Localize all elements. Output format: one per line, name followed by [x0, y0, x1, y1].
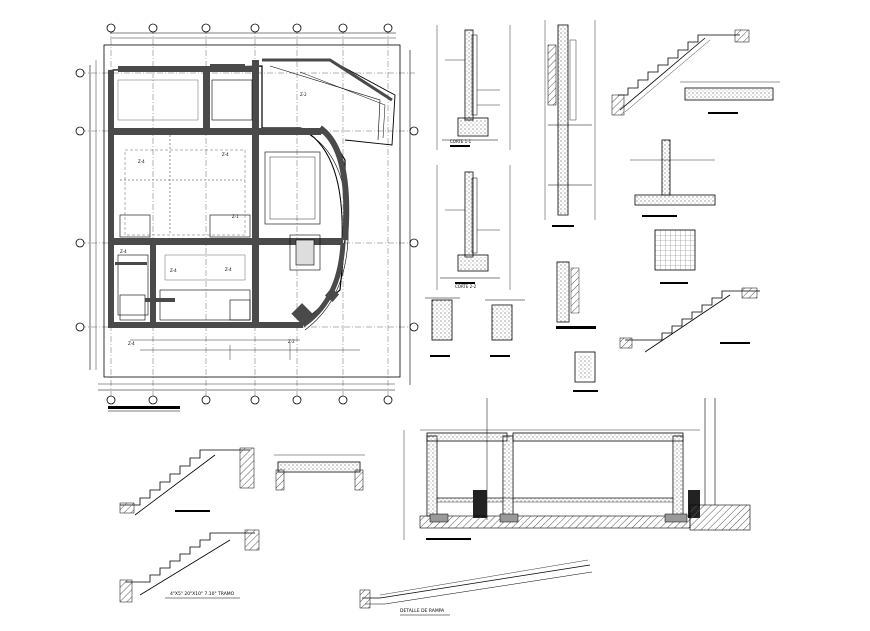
ramp-title: DETALLE DE RAMPA	[400, 608, 445, 614]
wall-section-corte-2: CORTE 2-2	[436, 165, 511, 290]
svg-text:Z-4: Z-4	[222, 152, 229, 157]
svg-text:Z-4: Z-4	[170, 268, 177, 273]
slab-section-top	[680, 81, 780, 114]
column-detail-small	[556, 261, 596, 329]
svg-text:Z-4: Z-4	[225, 267, 232, 272]
svg-text:Z-4: Z-4	[120, 249, 127, 254]
retaining-wall-detail	[630, 139, 716, 217]
building-section	[403, 398, 751, 540]
svg-text:Z-4: Z-4	[128, 341, 135, 346]
plan-room-labels: Z-4 Z-4 Z-4 Z-4 Z-4 Z-4 Z-2 Z-2 Z-1	[120, 92, 307, 346]
stair-section-bottom-2: 4"X5" 20"X10" 7.10" TRAMO	[119, 529, 260, 603]
pedestal-detail	[573, 351, 598, 392]
column-elevation-detail	[544, 20, 596, 227]
wall-section-corte-1: CORTE 1-1	[436, 25, 511, 150]
svg-text:Z-2: Z-2	[300, 92, 307, 97]
slab-section-small	[274, 454, 365, 491]
stair-section-right	[619, 287, 760, 353]
stair-section-bottom-1	[119, 447, 255, 516]
svg-text:Z-2: Z-2	[288, 339, 295, 344]
footing-detail-1	[425, 297, 460, 357]
stair-section-top	[611, 29, 750, 116]
corte-label-1: CORTE 1-1	[450, 139, 472, 144]
plan-title-block	[108, 406, 180, 412]
corte-label-2: CORTE 2-2	[455, 284, 477, 289]
footing-detail-2	[485, 299, 525, 357]
floor-plan	[75, 23, 419, 405]
svg-text:Z-4: Z-4	[138, 159, 145, 164]
slab-grid-detail	[654, 229, 696, 284]
ramp-detail: DETALLE DE RAMPA	[359, 559, 593, 616]
svg-text:Z-1: Z-1	[232, 214, 239, 219]
stair-title: 4"X5" 20"X10" 7.10" TRAMO	[170, 591, 235, 597]
